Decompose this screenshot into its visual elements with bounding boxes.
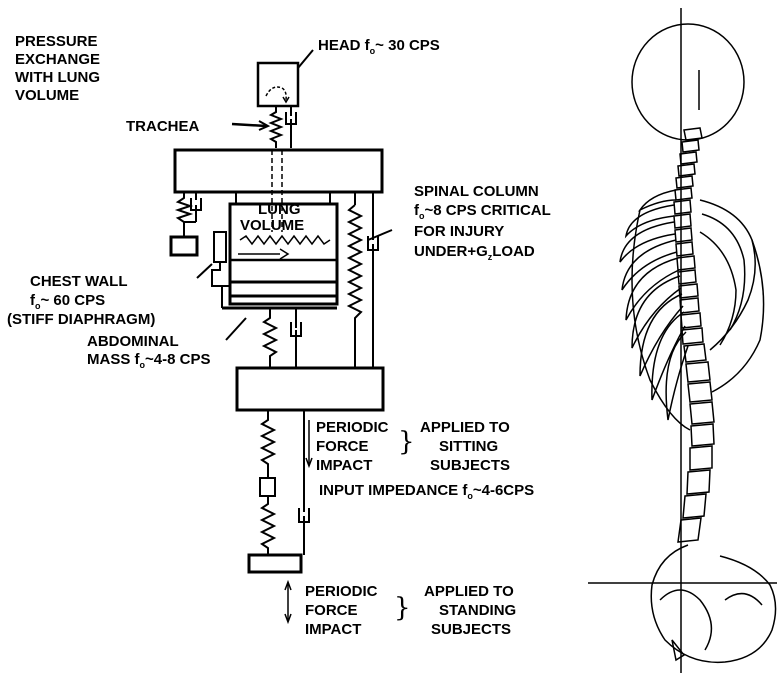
pressure-label-line-4: VOLUME	[15, 87, 79, 104]
chest-label-line-3: (STIFF DIAPHRAGM)	[7, 311, 155, 328]
input-impedance-label: INPUT IMPEDANCE fo~4-6CPS	[319, 482, 534, 501]
lower-spring-lower	[262, 496, 274, 555]
pressure-label-line-1: PRESSURE	[15, 33, 98, 50]
lower-spring-upper	[262, 410, 274, 478]
sitting-applied-line-2: SITTING	[439, 438, 498, 455]
standing-applied-line-3: SUBJECTS	[431, 621, 511, 638]
sitting-force-line-1: PERIODIC	[316, 419, 389, 436]
lung-piston-head	[280, 249, 288, 259]
standing-force-line-2: FORCE	[305, 602, 358, 619]
trachea-label: TRACHEA	[126, 118, 199, 135]
left-small-mass	[171, 237, 197, 255]
head-leader	[298, 50, 313, 68]
trachea-leader	[232, 124, 266, 126]
chest-wall-piston	[214, 232, 226, 262]
thorax-mass	[175, 150, 382, 192]
standing-applied-line-2: STANDING	[439, 602, 516, 619]
rib-cage	[620, 190, 764, 430]
standing-force-arrow	[285, 582, 291, 622]
pressure-label-line-2: EXCHANGE	[15, 51, 100, 68]
pressure-label-line-3: WITH LUNG	[15, 69, 100, 86]
spinal-label-line-3: FOR INJURY	[414, 223, 504, 240]
spinal-label-line-4: UNDER+GzLOAD	[414, 243, 535, 262]
head-label: HEAD fo~ 30 CPS	[318, 37, 440, 56]
abdominal-label-line-1: ABDOMINAL	[87, 333, 179, 350]
pelvis	[651, 545, 775, 662]
skeleton-illustration	[588, 8, 777, 673]
chest-label-line-1: CHEST WALL	[30, 273, 128, 290]
lower-small-mass	[260, 478, 275, 496]
lung-label-line-2: VOLUME	[240, 217, 304, 234]
trachea-spring	[271, 106, 281, 148]
spinal-label-line-1: SPINAL COLUMN	[414, 183, 539, 200]
abdominal-spring	[264, 308, 276, 368]
standing-applied-line-1: APPLIED TO	[424, 583, 514, 600]
sitting-applied-line-3: SUBJECTS	[430, 457, 510, 474]
spinal-label-line-2: fo~8 CPS CRITICAL	[414, 202, 551, 221]
sitting-force-arrow	[306, 420, 312, 466]
spinal-leader	[368, 230, 392, 240]
spine-spring	[349, 205, 361, 368]
base-plate	[249, 555, 301, 572]
standing-force-line-1: PERIODIC	[305, 583, 378, 600]
labels: PRESSURE EXCHANGE WITH LUNG VOLUME HEAD …	[7, 33, 551, 638]
sitting-force-line-2: FORCE	[316, 438, 369, 455]
sitting-force-line-3: IMPACT	[316, 457, 372, 474]
abdominal-label-line-2: MASS fo~4-8 CPS	[87, 351, 210, 370]
abdominal-leader	[226, 318, 246, 340]
mechanical-model	[171, 50, 392, 622]
chest-label-line-2: fo~ 60 CPS	[30, 292, 105, 311]
left-hanging-spring	[178, 192, 190, 237]
chest-leader	[197, 264, 212, 278]
sitting-applied-line-1: APPLIED TO	[420, 419, 510, 436]
standing-brace: }	[394, 593, 411, 623]
lung-label-line-1: LUNG	[258, 201, 301, 218]
abdominal-mass	[237, 368, 383, 410]
lung-zigzag-spring	[240, 236, 330, 244]
standing-force-line-3: IMPACT	[305, 621, 361, 638]
sitting-brace: }	[398, 427, 415, 457]
skull	[632, 24, 744, 140]
head-mass	[258, 63, 298, 106]
head-damper	[286, 106, 296, 148]
chest-wall-stem	[212, 262, 230, 286]
